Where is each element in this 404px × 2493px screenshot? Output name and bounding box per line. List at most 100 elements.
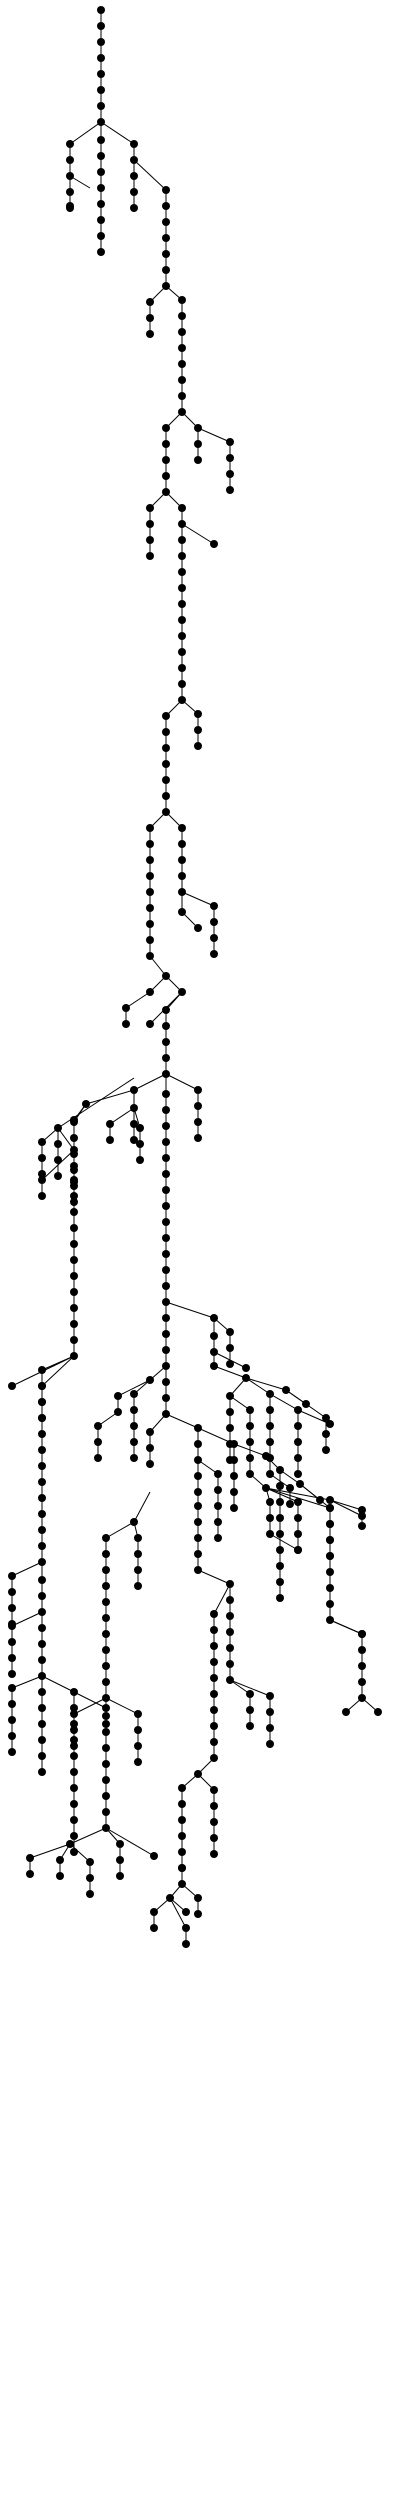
tree-node [102, 1678, 110, 1686]
tree-node [136, 1140, 144, 1148]
tree-node [94, 1438, 102, 1446]
tree-node [130, 1422, 138, 1430]
tree-node [178, 632, 186, 640]
tree-node [246, 1470, 254, 1478]
tree-node [266, 1514, 274, 1522]
tree-edge [229, 1679, 271, 1697]
tree-node [374, 1708, 382, 1716]
tree-node [246, 1690, 254, 1698]
tree-edge [245, 1377, 287, 1391]
tree-node [230, 1488, 238, 1496]
tree-node [282, 1386, 290, 1394]
tree-node [130, 156, 138, 164]
tree-node [326, 1504, 334, 1512]
tree-node [276, 1578, 284, 1586]
tree-node [166, 1894, 174, 1902]
tree-edge [265, 1487, 299, 1503]
tree-node [38, 1478, 46, 1486]
tree-edge [329, 1499, 363, 1517]
tree-node [102, 1630, 110, 1638]
tree-node [226, 470, 234, 478]
tree-edge [269, 1533, 299, 1551]
tree-node [8, 1654, 16, 1662]
tree-node [210, 1332, 218, 1340]
tree-node [194, 456, 202, 464]
tree-edge [165, 991, 183, 1011]
tree-node [102, 1792, 110, 1800]
tree-node [226, 1676, 234, 1684]
tree-node [162, 1154, 170, 1162]
tree-node [97, 232, 105, 240]
tree-node [146, 314, 154, 322]
tree-node [194, 1550, 202, 1558]
tree-node [210, 1818, 218, 1826]
tree-node [246, 1706, 254, 1714]
tree-node [210, 1610, 218, 1618]
tree-node [178, 1816, 186, 1824]
tree-node [86, 1874, 94, 1882]
tree-node [210, 1802, 218, 1810]
tree-node [178, 328, 186, 336]
tree-node [146, 920, 154, 928]
tree-node [70, 1768, 78, 1776]
tree-node [70, 1752, 78, 1760]
tree-node [266, 1740, 274, 1748]
tree-node [70, 1208, 78, 1216]
tree-node [70, 1256, 78, 1264]
tree-edge [57, 1127, 75, 1151]
tree-node [326, 1600, 334, 1608]
tree-node [162, 1218, 170, 1226]
tree-edge [197, 1459, 219, 1475]
tree-node [106, 1120, 114, 1128]
tree-node [266, 1724, 274, 1732]
tree-node [286, 1484, 294, 1492]
tree-node [226, 1360, 234, 1368]
tree-node [97, 6, 105, 14]
tree-edge [69, 1843, 91, 1863]
tree-edge [329, 1619, 363, 1635]
tree-node [102, 1550, 110, 1558]
tree-node [182, 1908, 190, 1916]
tree-node [97, 70, 105, 78]
tree-node [70, 1784, 78, 1792]
tree-node [226, 486, 234, 494]
tree-node [162, 808, 170, 816]
tree-node [266, 1422, 274, 1430]
tree-node [130, 1518, 138, 1526]
tree-node [178, 1784, 186, 1792]
tree-node [178, 1880, 186, 1888]
tree-edge [229, 1377, 247, 1397]
tree-node [194, 1518, 202, 1526]
tree-node [70, 1736, 78, 1744]
tree-node [294, 1514, 302, 1522]
tree-node [276, 1498, 284, 1506]
tree-node [8, 1604, 16, 1612]
tree-node [38, 1688, 46, 1696]
tree-node [70, 1742, 78, 1750]
tree-edge [213, 1583, 231, 1615]
tree-node [66, 140, 74, 148]
tree-node [178, 664, 186, 672]
tree-node [38, 1656, 46, 1664]
tree-node [102, 1760, 110, 1768]
tree-node [56, 1872, 64, 1880]
tree-node [38, 1446, 46, 1454]
tree-node [94, 1422, 102, 1430]
tree-node [136, 1156, 144, 1164]
tree-node [162, 1250, 170, 1258]
tree-node [54, 1156, 62, 1164]
tree-edge [165, 1073, 199, 1091]
tree-node [194, 710, 202, 718]
tree-node [194, 1894, 202, 1902]
tree-edge [181, 523, 215, 545]
tree-node [326, 1420, 334, 1428]
tree-edge [233, 1443, 267, 1457]
tree-node [38, 1624, 46, 1632]
tree-node [276, 1562, 284, 1570]
tree-node [54, 1172, 62, 1180]
tree-node [162, 1138, 170, 1146]
tree-node [146, 824, 154, 832]
tree-node [38, 1672, 46, 1680]
tree-node [70, 1192, 78, 1200]
